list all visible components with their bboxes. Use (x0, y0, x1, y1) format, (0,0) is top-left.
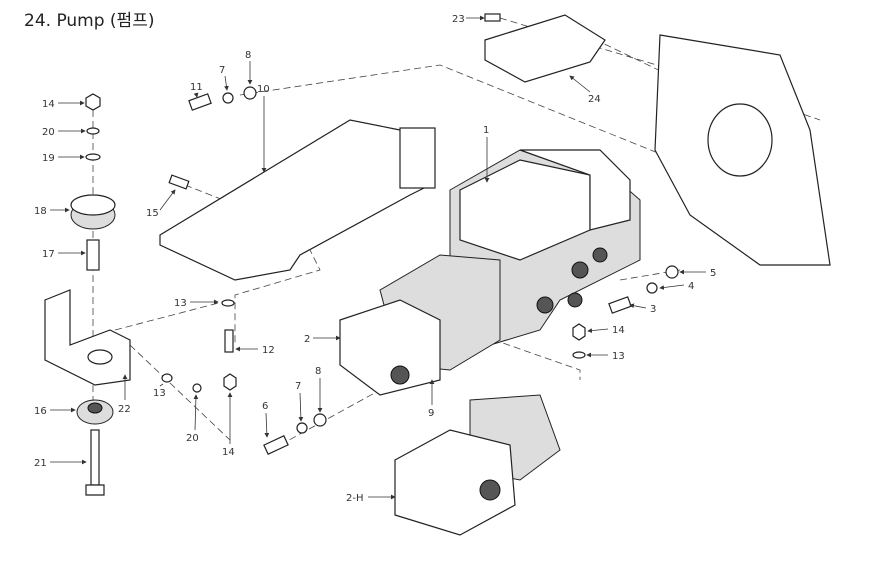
callout-14: 14 (222, 392, 235, 458)
callouts: 23 24 14 20 19 18 17 16 21 22 13 20 14 1… (34, 14, 716, 504)
bolt-21 (90, 429, 100, 486)
callout-label: 15 (146, 208, 159, 219)
callout-11: 11 (190, 82, 203, 98)
callout-20: 20 (186, 394, 199, 444)
callout-label: 18 (34, 206, 47, 217)
callout-label: 19 (42, 153, 55, 164)
callout-24: 24 (569, 75, 601, 105)
callout-label: 14 (42, 99, 55, 110)
callout-21: 21 (34, 458, 87, 469)
callout-label: 22 (118, 404, 131, 415)
bracket-24 (484, 14, 606, 83)
spacer-17 (86, 239, 100, 271)
callout-label: 10 (257, 84, 270, 95)
callout-label: 17 (42, 249, 55, 260)
hardware (85, 13, 679, 455)
callout-label: 2-H (346, 493, 364, 504)
callout-20: 20 (42, 127, 86, 138)
callout-label: 16 (34, 406, 47, 417)
callout-13: 13 (586, 351, 625, 362)
callout-label: 12 (262, 345, 275, 356)
gear-pump-2 (339, 254, 501, 396)
callout-8: 8 (315, 366, 323, 413)
callout-17: 17 (42, 249, 86, 260)
callout-9: 9 (428, 379, 435, 419)
callout-13: 13 (153, 383, 166, 399)
callout-7: 7 (219, 65, 229, 91)
callout-label: 11 (190, 82, 203, 93)
callout-15: 15 (146, 189, 176, 219)
page-title: 24. Pump (펌프) (24, 11, 155, 31)
callout-1: 1 (483, 125, 490, 183)
callout-23: 23 (452, 14, 485, 25)
callout-12: 12 (235, 345, 275, 356)
callout-label: 1 (483, 125, 489, 136)
callout-14: 14 (42, 99, 85, 110)
callout-label: 14 (612, 325, 625, 336)
callout-label: 20 (186, 433, 199, 444)
callout-18: 18 (34, 206, 70, 217)
callout-2h: 2-H (346, 493, 396, 504)
callout-label: 8 (245, 50, 251, 61)
mount-bracket-22 (44, 289, 131, 386)
callout-5: 5 (679, 268, 716, 279)
callout-label: 5 (710, 268, 716, 279)
callout-label: 4 (688, 281, 694, 292)
callout-13: 13 (174, 298, 219, 309)
callout-4: 4 (659, 281, 694, 292)
callout-10: 10 (257, 84, 270, 173)
callout-6: 6 (262, 401, 270, 438)
callout-22: 22 (118, 374, 131, 415)
gear-pump-2h (394, 394, 561, 536)
support-bracket-10 (159, 119, 431, 281)
callout-label: 7 (219, 65, 225, 76)
callout-19: 19 (42, 153, 85, 164)
callout-label: 21 (34, 458, 47, 469)
callout-7: 7 (295, 381, 304, 422)
callout-14: 14 (587, 325, 625, 336)
callout-2: 2 (304, 334, 341, 345)
callout-label: 14 (222, 447, 235, 458)
callout-8: 8 (245, 50, 253, 85)
callout-label: 13 (174, 298, 187, 309)
callout-label: 9 (428, 408, 434, 419)
callout-label: 23 (452, 14, 465, 25)
callout-16: 16 (34, 406, 76, 417)
callout-label: 13 (612, 351, 625, 362)
callout-label: 13 (153, 388, 166, 399)
callout-label: 20 (42, 127, 55, 138)
callout-label: 24 (588, 94, 601, 105)
callout-label: 2 (304, 334, 310, 345)
callout-label: 3 (650, 304, 656, 315)
callout-label: 7 (295, 381, 301, 392)
callout-3: 3 (629, 303, 656, 315)
callout-label: 8 (315, 366, 321, 377)
callout-label: 6 (262, 401, 268, 412)
